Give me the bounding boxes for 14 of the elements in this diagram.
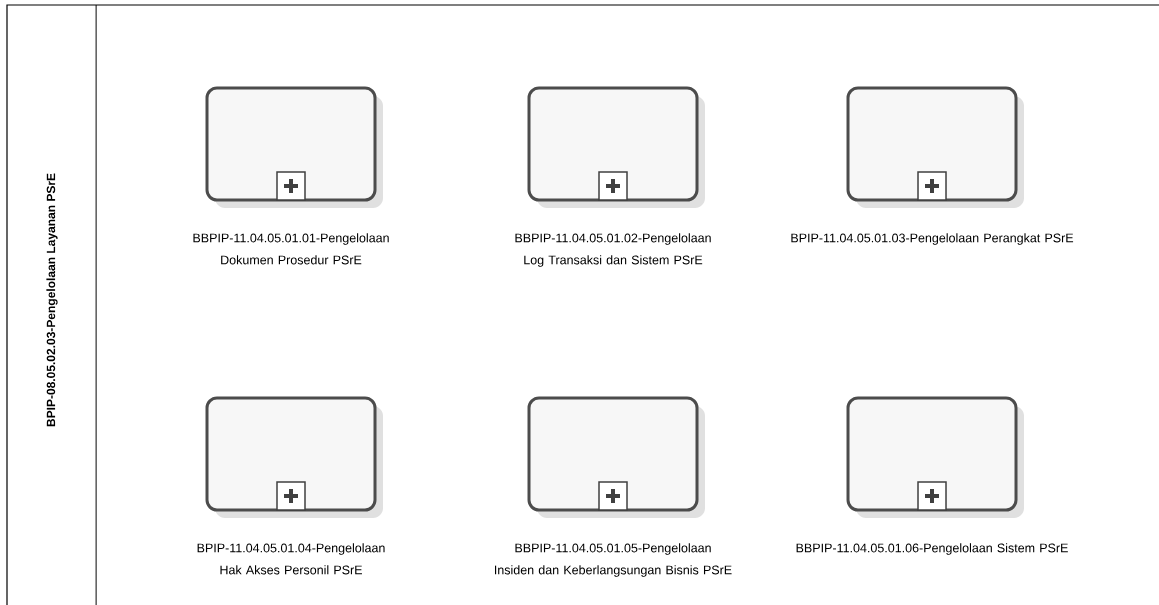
subprocess-box (846, 396, 1024, 518)
subprocess-box (205, 86, 383, 208)
subprocess-box (527, 86, 705, 208)
pool-label: BPIP-08.05.02.03-Pengelolaan Layanan PSrE (46, 173, 58, 427)
subprocess-box (205, 396, 383, 518)
subprocess-label: BPIP-11.04.05.01.04-Pengelolaan Hak Akses Personil PSrE (197, 543, 385, 575)
subprocess-label: BBPIP-11.04.05.01.05-Pengelolaan Insiden dan Keberlangsungan Bisnis PSrE (495, 543, 732, 577)
subprocess-label: BPIP-11.04.05.01.03-Pengelolaan Perangkat PSrE (791, 233, 1074, 245)
subprocess-label: BBPIP-11.04.05.01.06-Pengelolaan Sistem PSrE (796, 543, 1068, 555)
subprocess-label: BBPIP-11.04.05.01.02-Pengelolaan Log Transaksi dan Sistem PSrE (515, 233, 711, 267)
subprocess-box (527, 396, 705, 518)
pool-lane (6, 4, 1159, 605)
subprocess-box (846, 86, 1024, 208)
subprocess-label: BBPIP-11.04.05.01.01-Pengelolaan Dokumen Prosedur PSrE (193, 233, 389, 265)
